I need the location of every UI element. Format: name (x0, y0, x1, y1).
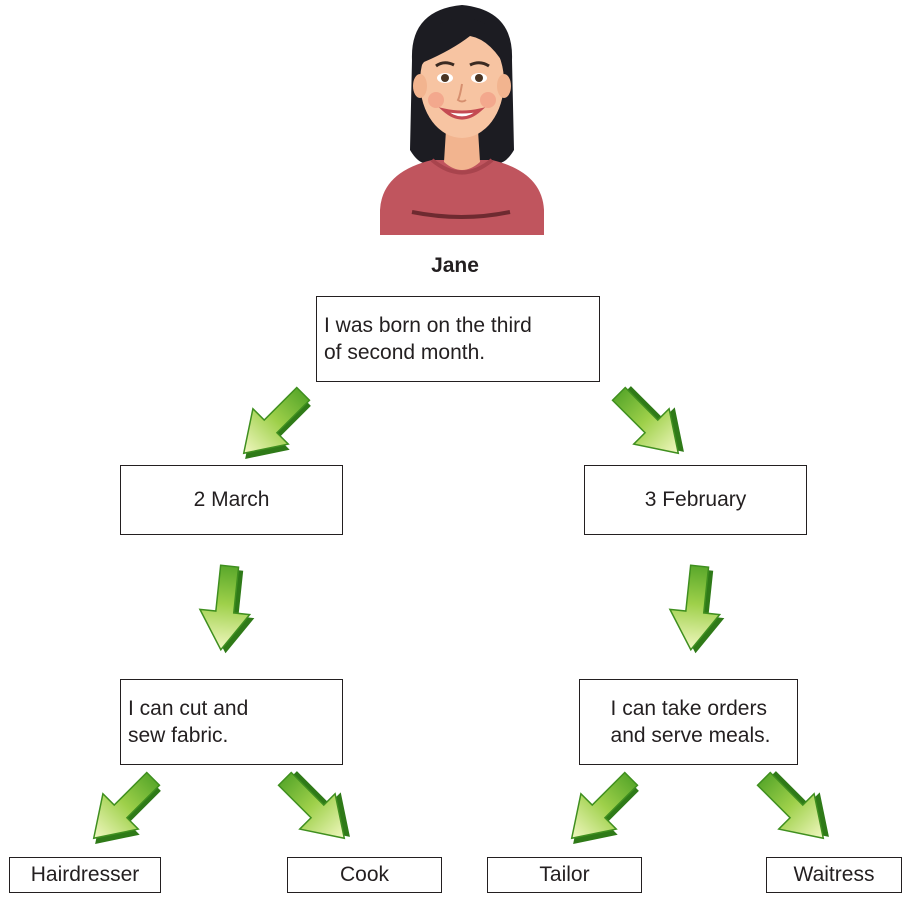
job-tailor-box: Tailor (487, 857, 642, 893)
date-option-left: 2 March (120, 465, 343, 535)
jane-avatar (380, 5, 544, 235)
job-hairdresser-label: Hairdresser (30, 863, 140, 887)
job-hairdresser-box: Hairdresser (9, 857, 161, 893)
arrow-skill-left-to-cook (266, 760, 369, 859)
job-cook-box: Cook (287, 857, 442, 893)
date-option-right-label: 3 February (644, 488, 747, 512)
job-tailor-label: Tailor (539, 863, 590, 887)
date-option-left-label: 2 March (193, 488, 270, 512)
arrow-root-to-left (223, 375, 326, 478)
skill-right-line-2: and serve meals. (610, 724, 771, 747)
root-statement-box: I was born on the third of second month. (316, 296, 600, 382)
job-waitress-label: Waitress (793, 863, 875, 887)
arrow-skill-right-to-waitress (745, 760, 848, 859)
root-statement-line-2: of second month. (324, 341, 486, 364)
skill-left-box: I can cut and sew fabric. (120, 679, 343, 765)
date-option-right: 3 February (584, 465, 807, 535)
skill-right-line-1: I can take orders (610, 696, 767, 720)
arrow-root-to-right (600, 371, 703, 474)
job-waitress-box: Waitress (766, 857, 902, 893)
root-statement-line-1: I was born on the third (324, 313, 532, 337)
skill-right-box: I can take orders and serve meals. (579, 679, 798, 765)
skill-left-line-2: sew fabric. (128, 724, 229, 747)
arrow-left-date-to-skill (194, 562, 261, 657)
job-cook-label: Cook (339, 863, 390, 887)
skill-left-line-1: I can cut and (128, 696, 249, 720)
person-name: Jane (431, 254, 479, 277)
arrow-skill-right-to-tailor (551, 760, 654, 860)
arrow-skill-left-to-hairdresser (73, 760, 176, 860)
arrow-right-date-to-skill (664, 562, 731, 657)
